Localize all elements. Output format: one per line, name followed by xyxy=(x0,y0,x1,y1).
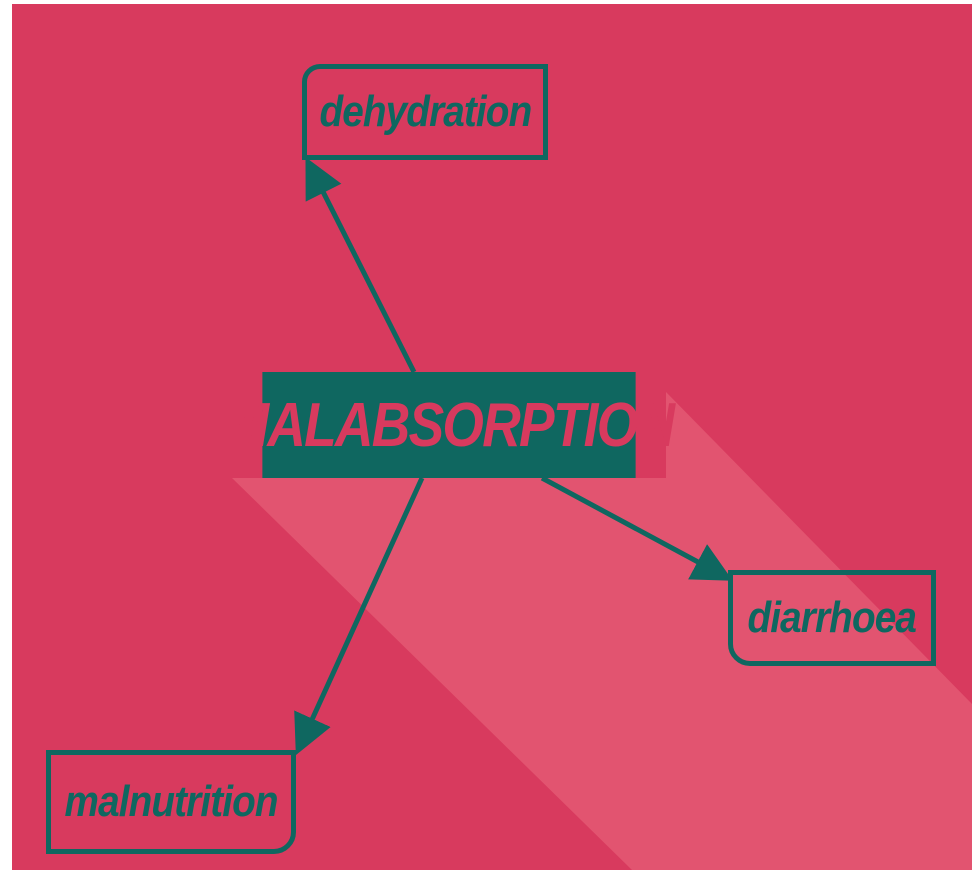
diagram-background xyxy=(12,4,972,870)
node-malnutrition: malnutrition xyxy=(46,750,296,854)
node-diarrhoea-label: diarrhoea xyxy=(747,593,917,642)
center-node: MALABSORPTION xyxy=(225,372,675,478)
arrow-to-diarrhoea xyxy=(540,475,733,581)
node-diarrhoea: diarrhoea xyxy=(728,570,936,666)
arrow-to-dehydration xyxy=(305,157,417,374)
node-malnutrition-label: malnutrition xyxy=(64,777,278,826)
node-dehydration-label: dehydration xyxy=(319,87,532,136)
arrow-to-malnutrition xyxy=(294,476,425,756)
node-dehydration: dehydration xyxy=(302,64,548,160)
center-node-label: MALABSORPTION xyxy=(224,390,675,460)
shadow-band xyxy=(232,392,972,870)
diagram-canvas: MALABSORPTION dehydration diarrhoea maln… xyxy=(12,4,972,870)
